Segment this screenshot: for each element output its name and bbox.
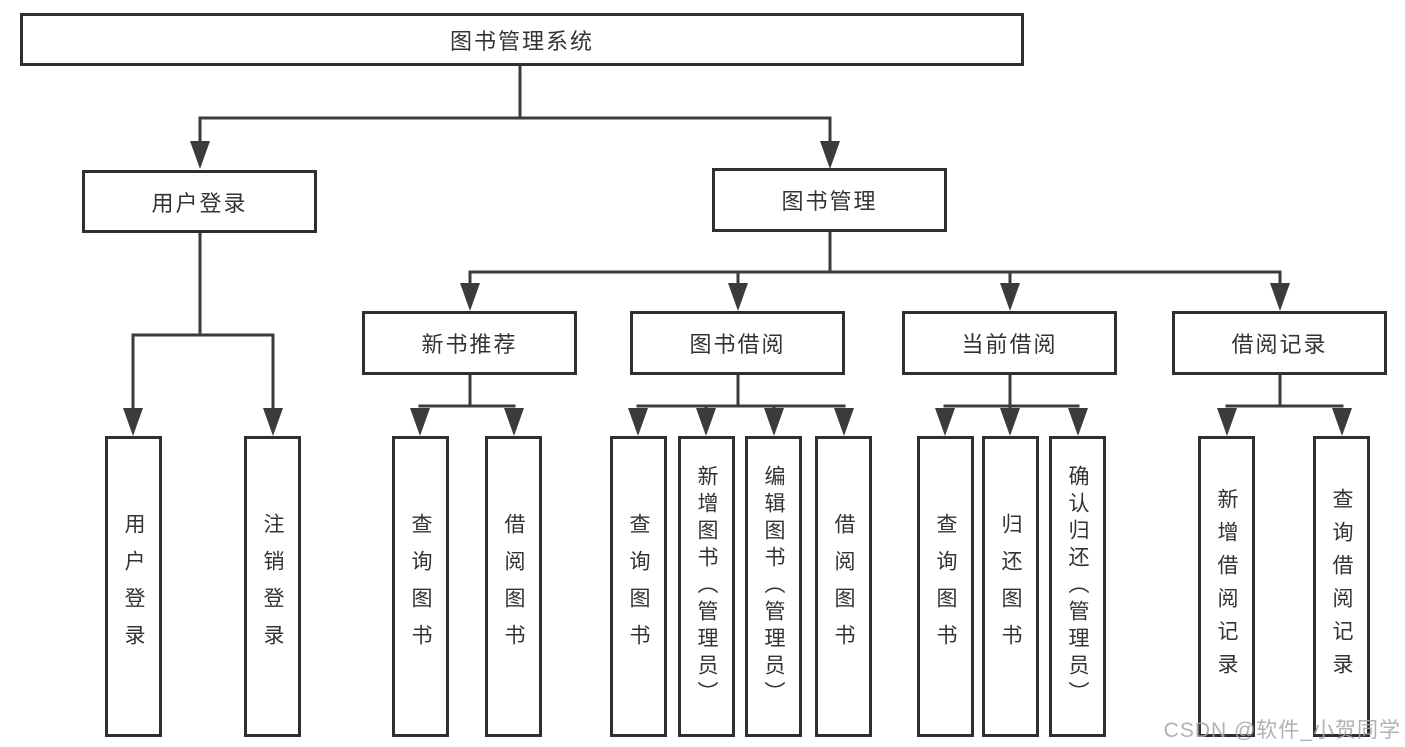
- node-current-borrowing: 当前借阅: [902, 311, 1117, 375]
- leaf-confirm-return-admin: 确认归还（管理员）: [1049, 436, 1106, 737]
- leaf-label: 查询图书: [409, 512, 432, 661]
- leaf-label: 注销登录: [261, 512, 284, 661]
- leaf-label: 用户登录: [122, 512, 145, 661]
- leaf-label: 查询图书: [934, 512, 957, 661]
- node-label: 用户登录: [151, 190, 248, 216]
- leaf-label: 新增图书（管理员）: [695, 465, 718, 708]
- node-book-management: 图书管理: [712, 168, 947, 232]
- leaf-borrow-books-recommend: 借阅图书: [485, 436, 542, 737]
- leaf-query-books-current: 查询图书: [917, 436, 974, 737]
- leaf-edit-books-admin: 编辑图书（管理员）: [745, 436, 802, 737]
- arrowhead-icons: [123, 141, 1352, 436]
- leaf-label: 归还图书: [999, 512, 1022, 661]
- leaf-label: 新增借阅记录: [1215, 487, 1238, 686]
- leaf-borrow-books: 借阅图书: [815, 436, 872, 737]
- leaf-label: 查询借阅记录: [1330, 487, 1353, 686]
- leaf-label: 查询图书: [627, 512, 650, 661]
- node-book-borrowing: 图书借阅: [630, 311, 845, 375]
- leaf-query-books-recommend: 查询图书: [392, 436, 449, 737]
- leaf-user-login: 用户登录: [105, 436, 162, 737]
- leaf-query-books-borrow: 查询图书: [610, 436, 667, 737]
- connector-lines: [131, 64, 1344, 411]
- leaf-add-books-admin: 新增图书（管理员）: [678, 436, 735, 737]
- leaf-query-borrow-record: 查询借阅记录: [1313, 436, 1370, 737]
- node-label: 当前借阅: [961, 332, 1058, 357]
- node-library-management-system: 图书管理系统: [20, 13, 1024, 66]
- leaf-label: 编辑图书（管理员）: [762, 465, 785, 708]
- node-label: 图书管理: [781, 189, 878, 214]
- node-borrowing-records: 借阅记录: [1172, 311, 1387, 375]
- leaf-return-books: 归还图书: [982, 436, 1039, 737]
- node-label: 新书推荐: [421, 332, 518, 357]
- node-label: 图书管理系统: [449, 28, 594, 54]
- leaf-label: 借阅图书: [502, 512, 525, 661]
- leaf-add-borrow-record: 新增借阅记录: [1198, 436, 1255, 737]
- leaf-label: 确认归还（管理员）: [1066, 465, 1089, 708]
- csdn-watermark: CSDN @软件_小贺同学: [1163, 719, 1401, 742]
- leaf-label: 借阅图书: [832, 512, 855, 661]
- node-user-login: 用户登录: [82, 170, 317, 233]
- node-new-book-recommendation: 新书推荐: [362, 311, 577, 375]
- node-label: 借阅记录: [1231, 332, 1328, 357]
- node-label: 图书借阅: [689, 332, 786, 357]
- leaf-logout: 注销登录: [244, 436, 301, 737]
